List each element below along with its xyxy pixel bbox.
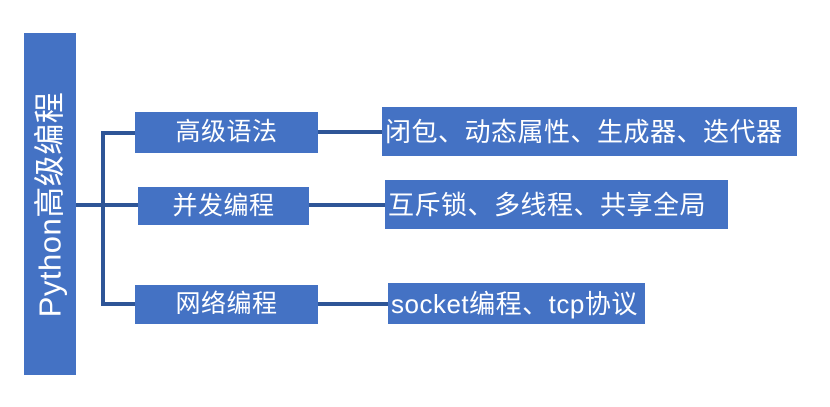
detail-node-network-programming[interactable]: socket编程、tcp协议 <box>388 283 645 324</box>
detail-node-label: 闭包、动态属性、生成器、迭代器 <box>385 116 783 147</box>
connector-vertical-trunk <box>101 131 105 306</box>
category-node-advanced-syntax[interactable]: 高级语法 <box>135 112 318 153</box>
detail-node-label: 互斥锁、多线程、共享全局 <box>388 189 707 220</box>
category-node-label: 网络编程 <box>175 290 278 318</box>
category-node-concurrent-programming[interactable]: 并发编程 <box>138 187 309 225</box>
detail-node-label: socket编程、tcp协议 <box>391 288 638 319</box>
root-node-label: Python高级编程 <box>32 91 68 317</box>
detail-node-advanced-syntax[interactable]: 闭包、动态属性、生成器、迭代器 <box>382 107 797 156</box>
root-node-python-advanced-programming[interactable]: Python高级编程 <box>24 33 76 375</box>
category-node-network-programming[interactable]: 网络编程 <box>135 285 318 324</box>
category-node-label: 并发编程 <box>172 191 275 220</box>
connector-category-2-to-detail-2 <box>309 203 387 207</box>
detail-node-concurrent-programming[interactable]: 互斥锁、多线程、共享全局 <box>385 180 728 229</box>
category-node-label: 高级语法 <box>175 118 278 146</box>
connector-trunk-to-category-1 <box>101 131 137 135</box>
connector-root-stem <box>76 203 138 207</box>
connector-trunk-to-category-3 <box>101 302 137 306</box>
connector-category-3-to-detail-3 <box>318 302 390 306</box>
connector-category-1-to-detail-1 <box>318 130 384 134</box>
